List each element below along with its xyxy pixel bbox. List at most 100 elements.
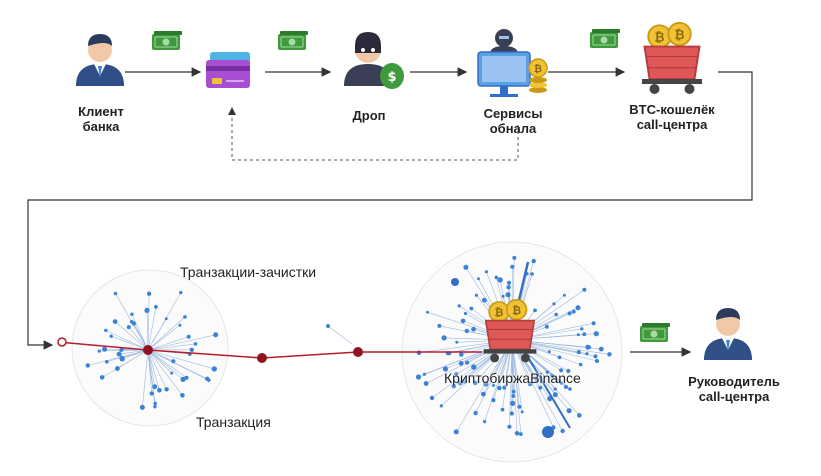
network-spoke bbox=[511, 339, 518, 434]
network-node bbox=[211, 366, 217, 372]
network-node bbox=[547, 350, 551, 354]
network-node bbox=[112, 319, 118, 324]
network-spoke bbox=[147, 334, 216, 351]
network-node bbox=[587, 345, 592, 350]
network-node bbox=[582, 332, 587, 337]
network-node bbox=[207, 378, 211, 383]
network-node bbox=[129, 320, 134, 324]
banknote-icon bbox=[589, 28, 621, 49]
network-node bbox=[109, 334, 113, 338]
network-node bbox=[461, 378, 467, 384]
network-spoke bbox=[114, 321, 149, 351]
network-node bbox=[544, 324, 549, 329]
network-node bbox=[598, 346, 604, 352]
network-node bbox=[483, 381, 489, 387]
network-node bbox=[455, 340, 459, 344]
network-node bbox=[505, 292, 511, 298]
network-node bbox=[178, 323, 182, 327]
network-node bbox=[512, 255, 517, 260]
network-spoke bbox=[456, 339, 513, 433]
network-node bbox=[429, 395, 435, 401]
network-spoke bbox=[102, 349, 149, 378]
svg-text:₿: ₿ bbox=[534, 63, 542, 75]
network-node bbox=[531, 258, 536, 264]
network-node bbox=[591, 321, 596, 326]
network-node bbox=[554, 312, 558, 317]
network-node bbox=[457, 304, 461, 308]
network-node bbox=[585, 352, 589, 356]
network-node bbox=[115, 366, 120, 371]
network-node bbox=[510, 264, 515, 269]
network-node bbox=[180, 376, 186, 382]
banknote-icon bbox=[151, 30, 183, 51]
network-node bbox=[469, 306, 474, 311]
network-node bbox=[578, 362, 583, 367]
network-spoke bbox=[147, 349, 183, 396]
network-node bbox=[184, 375, 189, 380]
network-node bbox=[497, 385, 502, 391]
network-node bbox=[186, 334, 191, 339]
network-node bbox=[568, 387, 572, 391]
network-node bbox=[497, 277, 503, 283]
network-node bbox=[511, 394, 516, 398]
network-spoke bbox=[147, 349, 215, 370]
network-node bbox=[97, 349, 101, 353]
network-spoke bbox=[147, 293, 150, 351]
network-spoke bbox=[147, 349, 187, 379]
network-node bbox=[180, 393, 185, 398]
network-node bbox=[575, 305, 581, 311]
network-node bbox=[474, 293, 478, 297]
network-node bbox=[146, 291, 152, 296]
network-node bbox=[119, 356, 125, 362]
label-exchange: КриптобиржаBinance bbox=[444, 370, 581, 386]
network-node bbox=[85, 363, 91, 368]
person-icon bbox=[704, 308, 752, 360]
network-node bbox=[465, 360, 470, 365]
network-node bbox=[471, 364, 477, 370]
network-node bbox=[566, 368, 571, 374]
network-node bbox=[514, 431, 520, 436]
network-node bbox=[545, 370, 549, 374]
network-node bbox=[552, 392, 558, 398]
network-node bbox=[509, 411, 514, 416]
network-node bbox=[557, 355, 562, 360]
label-transaction: Транзакция bbox=[196, 414, 271, 430]
label-sweep-transactions: Транзакции-зачистки bbox=[180, 264, 317, 280]
network-node bbox=[170, 371, 174, 375]
network-node bbox=[564, 385, 568, 389]
network-node bbox=[577, 413, 582, 418]
network-spoke bbox=[142, 349, 149, 408]
network-node bbox=[476, 277, 480, 281]
network-node bbox=[593, 331, 599, 337]
network-node bbox=[520, 410, 524, 414]
network-node bbox=[463, 264, 469, 270]
wallet-connector-line bbox=[27, 71, 753, 350]
network-node bbox=[552, 375, 557, 380]
network-node bbox=[530, 272, 534, 276]
network-node bbox=[527, 381, 533, 387]
network-node bbox=[482, 297, 487, 303]
network-spoke bbox=[509, 339, 513, 427]
network-spoke bbox=[484, 339, 513, 422]
network-node bbox=[559, 381, 564, 385]
network-node bbox=[517, 404, 522, 409]
network-node bbox=[451, 383, 457, 389]
network-node bbox=[441, 335, 447, 341]
network-node bbox=[571, 309, 576, 314]
network-spoke bbox=[147, 349, 184, 380]
network-node bbox=[179, 290, 183, 295]
network-node bbox=[113, 291, 118, 296]
network-node bbox=[105, 360, 109, 364]
masked-thief-icon: $ bbox=[344, 32, 404, 89]
network-node bbox=[193, 342, 198, 346]
network-node bbox=[126, 325, 131, 330]
network-node bbox=[437, 323, 442, 328]
network-node bbox=[119, 348, 124, 352]
network-spoke bbox=[131, 314, 149, 351]
network-node bbox=[164, 317, 168, 321]
network-spoke bbox=[147, 349, 172, 374]
